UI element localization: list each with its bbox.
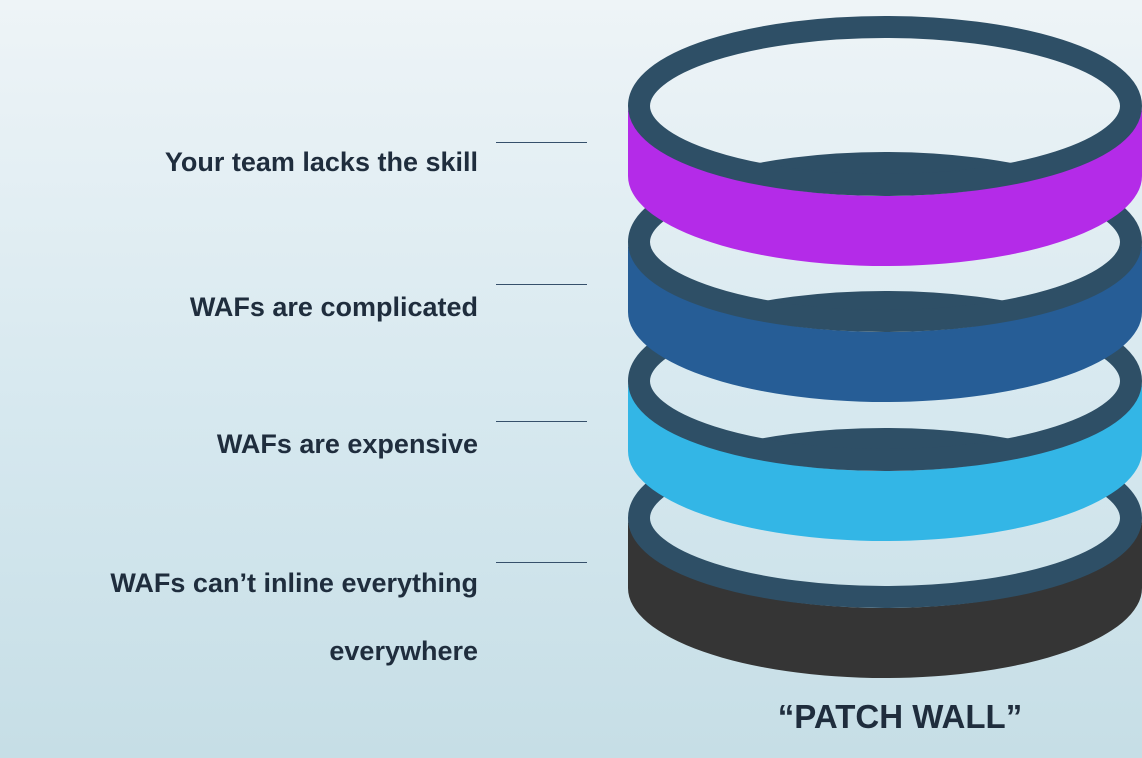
patch-wall-caption: “PATCH WALL”	[777, 698, 1023, 735]
ring-dark-rim	[628, 428, 1142, 608]
ring-blue	[628, 242, 1142, 402]
ring-light-blue	[628, 381, 1142, 541]
leader-line-1	[496, 142, 587, 143]
label-wafs-inline-cont: everywhere	[329, 636, 478, 666]
label-team-skill: Your team lacks the skill	[164, 147, 478, 177]
leader-line-3	[496, 421, 587, 422]
leader-line-2	[496, 284, 587, 285]
label-wafs-expensive: WAFs are expensive	[216, 429, 478, 459]
ring-light-blue-rim	[628, 291, 1142, 471]
ring-light-blue-band	[628, 381, 1142, 541]
ring-dark	[628, 518, 1142, 678]
ring-blue-band	[628, 242, 1142, 402]
leader-line-4	[496, 562, 587, 563]
ring-blue-rim	[628, 152, 1142, 332]
label-wafs-inline: WAFs can’t inline everything	[110, 568, 478, 598]
ring-purple-rim	[628, 16, 1142, 196]
ring-purple	[628, 106, 1142, 266]
ring-dark-band	[628, 518, 1142, 678]
label-wafs-complicated: WAFs are complicated	[189, 292, 478, 322]
ring-purple-band	[628, 106, 1142, 266]
